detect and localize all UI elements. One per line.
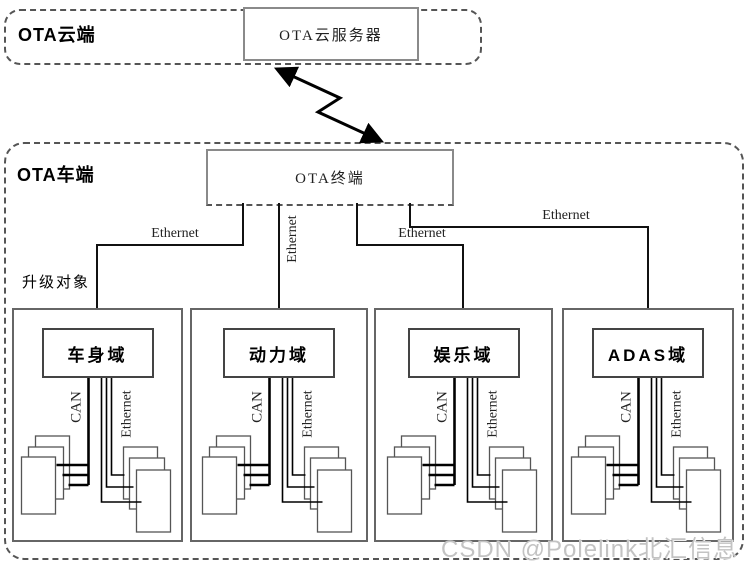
ecu-stack-right: [122, 446, 171, 533]
ethernet-link-4-label: Ethernet: [542, 208, 590, 223]
ethernet-bus-lines: [650, 378, 692, 503]
ethernet-bus-lines: [466, 378, 507, 503]
domain-container-powertrain: CAN Ethernet 动力域: [190, 308, 368, 542]
ecu-stack-right: [488, 446, 537, 533]
vehicle-section-title: OTA车端: [17, 165, 95, 185]
cloud-section-title: OTA云端: [18, 25, 96, 45]
cloud-server-box: OTA云服务器: [243, 7, 419, 61]
can-bus-label: CAN: [68, 391, 84, 423]
domain-container-entertainment: CAN Ethernet 娱乐域: [374, 308, 553, 542]
ethernet-bus-lines: [100, 378, 141, 503]
ethernet-bus-label: Ethernet: [485, 390, 500, 438]
ecu-stack-left: [386, 435, 436, 515]
domain-entertainment-label: 娱乐域: [407, 328, 520, 378]
domain-body-label: 车身域: [41, 328, 154, 378]
ecu-stack-right: [672, 446, 722, 533]
ota-terminal-label: OTA终端: [295, 171, 365, 187]
can-bus-label: CAN: [619, 391, 635, 423]
domain-container-adas: CAN Ethernet ADAS域: [562, 308, 734, 542]
ecu-stack-left: [20, 435, 70, 515]
can-bus-lines: [56, 378, 90, 487]
cloud-server-label: OTA云服务器: [279, 27, 383, 44]
domain-adas-label: ADAS域: [592, 328, 704, 378]
can-bus-label: CAN: [434, 391, 450, 423]
can-bus-lines: [422, 378, 456, 487]
can-bus-label: CAN: [250, 391, 266, 423]
domain-container-body: CAN Ethernet 车身域: [12, 308, 183, 542]
ecu-stack-left: [201, 435, 252, 515]
ethernet-bus-label: Ethernet: [301, 390, 316, 438]
wireless-link-arrow: [273, 66, 385, 144]
ethernet-link-2-label: Ethernet: [285, 215, 300, 263]
can-bus-lines: [606, 378, 640, 487]
upgrade-targets-label: 升级对象: [22, 275, 91, 291]
can-bus-lines: [237, 378, 271, 487]
ecu-stack-right: [303, 446, 353, 533]
ethernet-link-3-label: Ethernet: [398, 226, 446, 241]
ethernet-bus-lines: [281, 378, 323, 503]
domain-powertrain-label: 动力域: [223, 328, 335, 378]
ethernet-bus-label: Ethernet: [119, 390, 134, 438]
ethernet-link-1-label: Ethernet: [151, 226, 199, 241]
ethernet-bus-label: Ethernet: [670, 390, 685, 438]
ota-terminal-box: OTA终端: [206, 149, 454, 206]
ecu-stack-left: [570, 435, 621, 515]
